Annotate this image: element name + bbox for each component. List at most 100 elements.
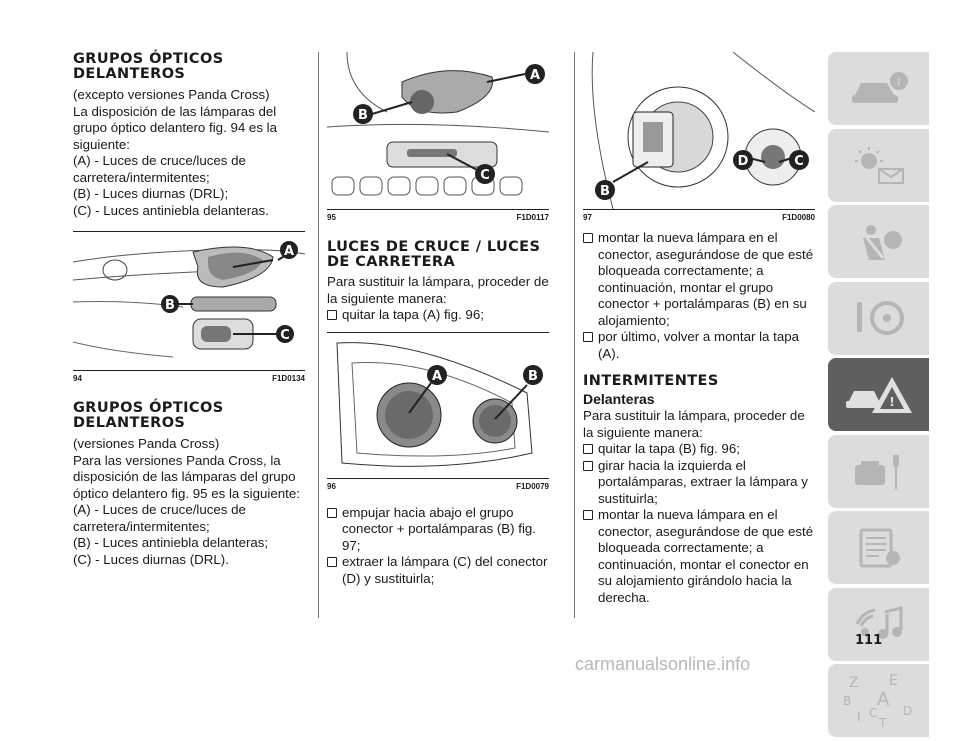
airbag-icon [862,224,902,260]
figure-number: 96 [327,481,336,491]
step-item: extraer la lámpara (C) del conector (D) … [327,554,549,587]
paragraph: Para sustituir la lámpara, proceder de l… [583,408,805,440]
svg-text:B: B [843,694,851,708]
step-item: montar la nueva lámpara en el conector, … [583,230,815,329]
callout-a: A [525,64,545,84]
callout-c: C [789,150,809,170]
paragraph: La disposición de las lámparas del grupo… [73,103,278,152]
step-marker-icon [327,507,337,518]
svg-text:I: I [857,710,861,724]
figure-96: A B [327,331,549,479]
figure-97: B D C [583,52,815,210]
column-3: B D C 97 F1D0080 montar la nueva lámpara… [583,52,815,606]
svg-text:A: A [432,369,442,384]
tab-car-info[interactable]: i [828,52,929,125]
callout-b: B [161,295,179,313]
tab-index[interactable]: Z E B A I C T D [828,664,929,737]
paragraph: Para las versiones Panda Cross, la dispo… [73,452,300,501]
callout-a: A [280,241,298,259]
step-marker-icon [583,332,593,342]
step-item: por último, volver a montar la tapa (A). [583,329,815,362]
figure-number: 97 [583,213,592,222]
callout-c: C [276,325,294,343]
step-marker-icon [327,557,337,567]
figure-95: A B C [327,52,549,210]
svg-text:i: i [897,75,901,88]
tab-dashboard-lights[interactable] [828,128,929,202]
page-number: 111 [855,633,883,648]
svg-text:C: C [869,706,877,720]
tab-emergency[interactable]: ! [828,358,929,431]
svg-text:A: A [284,244,294,259]
multimedia-icon [855,606,902,639]
watermark: carmanualsonline.info [575,654,751,674]
column-2: A B C 95 F1D0117 LUCES DE CRUCE / LUCES … [327,52,549,587]
callout-b: B [595,180,615,200]
figure-number: 94 [73,374,82,383]
callout-c: C [475,164,495,184]
svg-text:C: C [480,168,490,183]
figure-caption: 96 F1D0079 [327,482,549,491]
section-title-indicators: INTERMITENTES [583,373,719,389]
headlight-rear-diagram-96: A B [336,341,543,467]
headlight-diagram-94: A B C [73,241,305,358]
step-marker-icon [583,233,593,243]
callout-b: B [353,104,373,124]
list-item: (C) - Luces antiniebla delanteras. [73,202,269,218]
steering-wheel-icon [856,301,904,335]
dashboard-lights-icon [854,147,904,184]
figure-94: A B C [73,231,305,371]
callout-d: D [733,150,753,170]
technical-data-icon [859,528,900,567]
svg-text:A: A [530,68,540,83]
list-item: (B) - Luces antiniebla delanteras; [73,535,269,550]
figure-caption: 95 F1D0117 [327,213,549,222]
list-item: (B) - Luces diurnas (DRL); [73,186,229,201]
list-item: (A) - Luces de cruce/luces de carretera/… [73,502,246,534]
step-item: quitar la tapa (A) fig. 96; [327,307,549,324]
step-marker-icon [583,460,593,471]
svg-text:D: D [903,704,912,718]
maintenance-tools-icon [854,455,899,489]
svg-text:A: A [877,689,890,710]
svg-text:B: B [600,184,610,199]
svg-text:D: D [738,154,749,169]
section-title-headlights-cross: GRUPOS ÓPTICOS DELANTEROS [73,400,224,431]
tab-airbag[interactable] [828,205,929,278]
car-info-icon: i [851,71,908,103]
headlight-diagram-95: A B C [327,52,549,196]
svg-text:C: C [794,154,804,169]
list-item: (A) - Luces de cruce/luces de carretera/… [73,153,246,185]
step-item: quitar la tapa (B) fig. 96; [583,441,815,458]
step-marker-icon [583,444,593,454]
svg-text:E: E [889,673,898,689]
list-item: (C) - Luces diurnas (DRL). [73,551,229,567]
step-marker-icon [583,510,593,520]
column-divider [574,52,575,618]
svg-text:C: C [280,328,290,343]
section-title-headlights: GRUPOS ÓPTICOS DELANTEROS [73,51,224,82]
figure-code: F1D0134 [272,374,305,383]
alphabetical-index-icon: Z E B A I C T D [843,673,912,730]
paragraph: Para sustituir la lámpara, proceder de l… [327,274,549,306]
callout-a: A [427,364,447,385]
column-divider [318,52,319,618]
svg-text:B: B [165,298,175,313]
section-subtitle: (excepto versiones Panda Cross) [73,87,270,102]
figure-code: F1D0080 [782,213,815,222]
section-subtitle: Delanteras [583,391,655,407]
tab-maintenance[interactable] [828,434,929,508]
tab-steering-wheel[interactable] [828,281,929,355]
chapter-tabs: i ! Z E B A I C T D [828,52,929,741]
figure-number: 95 [327,213,336,222]
step-item: girar hacia la izquierda el portalámpara… [583,458,815,508]
figure-code: F1D0117 [516,213,549,222]
tab-technical-data[interactable] [828,511,929,584]
section-title-low-high-beam: LUCES DE CRUCE / LUCES DE CARRETERA [327,239,541,270]
column-1: GRUPOS ÓPTICOS DELANTEROS (excepto versi… [73,52,305,568]
figure-caption: 97 F1D0080 [583,213,815,222]
tab-multimedia[interactable] [828,587,929,661]
section-subtitle: (versiones Panda Cross) [73,436,220,451]
svg-text:B: B [528,369,538,384]
emergency-warning-icon: ! [845,376,912,413]
